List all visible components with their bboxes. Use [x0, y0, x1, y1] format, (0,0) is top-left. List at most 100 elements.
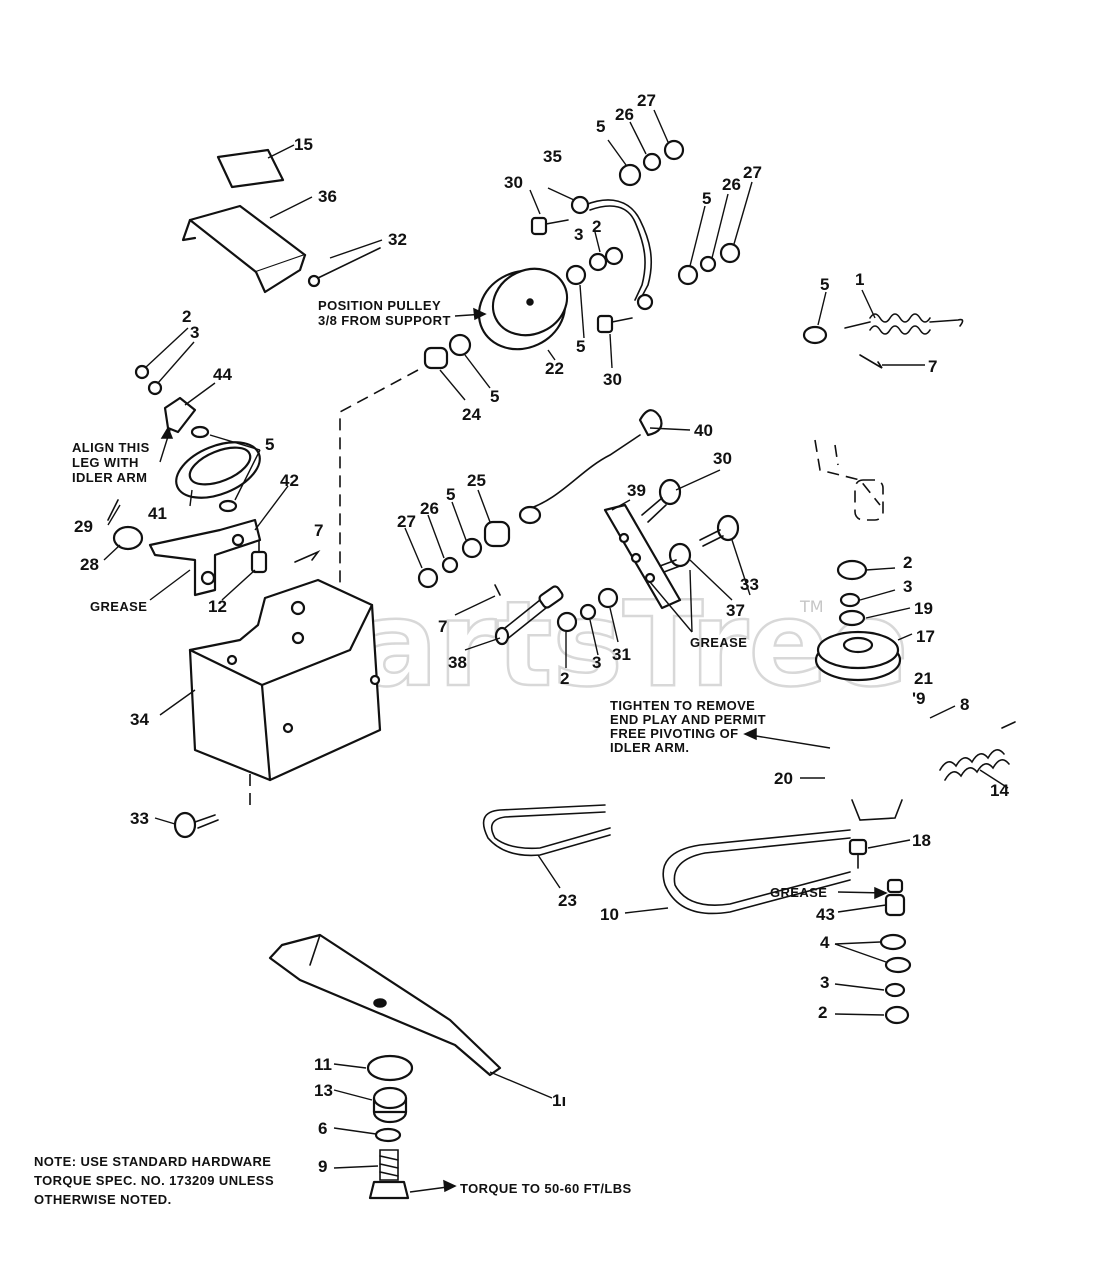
callout-2: 2	[560, 669, 569, 688]
callout-13: 13	[314, 1081, 333, 1100]
callout-33: 33	[130, 809, 149, 828]
callout-8: 8	[960, 695, 969, 714]
lockwasher-part	[884, 982, 906, 998]
bolt-part	[173, 811, 219, 839]
callout-39: 39	[627, 481, 646, 500]
bolt-part	[530, 216, 569, 236]
pulley-part	[477, 267, 569, 351]
note-grease-left: GREASE	[90, 599, 147, 614]
callout-3: 3	[820, 973, 829, 992]
callout-5: 5	[265, 435, 274, 454]
callout-1: 1	[855, 270, 864, 289]
callout-43: 43	[816, 905, 835, 924]
washer-part	[366, 1054, 414, 1082]
callout-19: 19	[914, 599, 933, 618]
callout-29: 29	[74, 517, 93, 536]
arrow-icon	[443, 1179, 457, 1193]
washer-part	[838, 609, 866, 627]
notes: POSITION PULLEY 3/8 FROM SUPPORT ALIGN T…	[34, 298, 827, 1207]
callout-4: 4	[820, 933, 830, 952]
link-rod-part	[494, 585, 564, 646]
nut-part	[719, 242, 741, 264]
callout-2: 2	[903, 553, 912, 572]
callout-32: 32	[388, 230, 407, 249]
lockwasher-part	[642, 152, 662, 172]
callout-2: 2	[818, 1003, 827, 1022]
callout-3: 3	[190, 323, 199, 342]
note-grease-right: GREASE	[770, 885, 827, 900]
note-standard-line3: OTHERWISE NOTED.	[34, 1192, 172, 1207]
washer-part	[597, 587, 619, 609]
callout-34: 34	[130, 710, 149, 729]
belt-guide-part	[175, 425, 261, 513]
cotter-pin-part	[494, 584, 501, 596]
bolt-part	[699, 514, 740, 547]
nut-part	[556, 611, 578, 633]
cotter-pin-part	[294, 550, 321, 563]
callout-5: 5	[596, 117, 605, 136]
washer-part	[677, 264, 699, 286]
callout-3: 3	[592, 653, 601, 672]
cotter-pin-part	[107, 499, 119, 521]
spacer-part	[483, 520, 511, 548]
callout-5: 5	[702, 189, 711, 208]
note-standard-line2: TORQUE SPEC. NO. 173209 UNLESS	[34, 1173, 274, 1188]
note-align-line3: IDLER ARM	[72, 470, 147, 485]
washer-part	[448, 333, 472, 357]
callout-2: 2	[592, 217, 601, 236]
callout-37: 37	[726, 601, 745, 620]
callout-6: 6	[318, 1119, 327, 1138]
watermark: PartsTree	[275, 575, 909, 713]
callout-30: 30	[713, 449, 732, 468]
spindle-part	[851, 799, 903, 821]
lockwasher-part	[147, 380, 163, 396]
callout-27: 27	[397, 512, 416, 531]
idler-pulley-part	[814, 630, 902, 682]
callout-11: 11	[314, 1055, 332, 1074]
lockwasher-part	[839, 592, 861, 608]
callout-5: 5	[490, 387, 499, 406]
note-tighten-line2: END PLAY AND PERMIT	[610, 712, 766, 727]
idler-arm-part	[148, 518, 262, 597]
callout-44: 44	[213, 365, 232, 384]
belt-part	[482, 804, 611, 857]
callout-numbers: 15 36 32 2 3 44 5 42 41 29 28 12 7 34 33…	[74, 91, 1009, 1176]
callout-9: '9	[912, 689, 926, 708]
lockwasher-part	[604, 246, 624, 266]
washer-part	[461, 537, 483, 559]
callout-21: 21	[914, 669, 933, 688]
callout-28: 28	[80, 555, 99, 574]
leader-lines	[103, 109, 1009, 1193]
nut-part	[417, 567, 439, 589]
callout-26: 26	[420, 499, 439, 518]
callout-36: 36	[318, 187, 337, 206]
callout-33: 33	[740, 575, 759, 594]
callout-24: 24	[462, 405, 481, 424]
callout-5: 5	[446, 485, 455, 504]
washer-part	[879, 933, 907, 951]
bolt-part	[848, 838, 868, 869]
callout-10: 10	[600, 905, 619, 924]
callout-35: 35	[543, 147, 562, 166]
callout-14: 14	[990, 781, 1009, 800]
callout-2: 2	[182, 307, 191, 326]
linkage-rod-part	[570, 195, 654, 311]
arrow-icon	[874, 886, 888, 900]
callout-30: 30	[504, 173, 523, 192]
note-tighten-line4: IDLER ARM.	[610, 740, 689, 755]
callout-5: 5	[576, 337, 585, 356]
washer-part	[112, 525, 144, 551]
spacer-part	[423, 346, 449, 370]
callout-41: 41	[148, 504, 167, 523]
nut-part	[588, 252, 608, 272]
callout-40: 40	[694, 421, 713, 440]
nut-part	[884, 1005, 910, 1025]
decal-part	[216, 148, 285, 189]
support-part	[188, 578, 382, 782]
callout-23: 23	[558, 891, 577, 910]
callout-38: 38	[448, 653, 467, 672]
washer-part	[565, 264, 587, 286]
spring-part	[939, 721, 1016, 781]
callout-27: 27	[743, 163, 762, 182]
callout-15: 15	[294, 135, 313, 154]
